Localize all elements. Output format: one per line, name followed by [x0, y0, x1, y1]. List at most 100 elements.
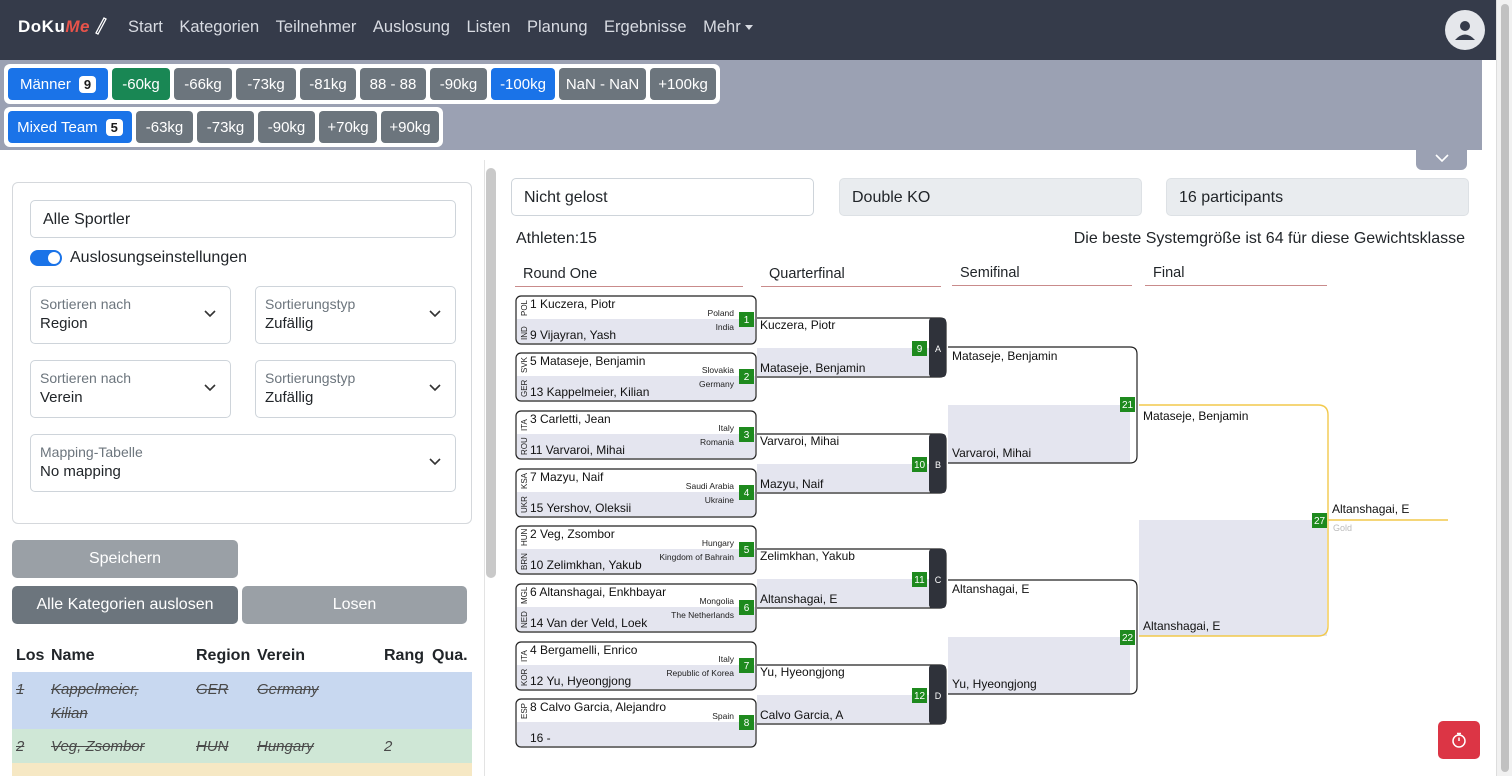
nav-teilnehmer[interactable]: Teilnehmer	[275, 18, 357, 36]
athlete-name: Altanshagai, E	[952, 582, 1029, 596]
mapping-table-select[interactable]: Mapping-Tabelle No mapping	[30, 434, 456, 492]
athlete-country: The Netherlands	[671, 610, 734, 620]
weight-60[interactable]: -60kg	[112, 68, 170, 100]
nav-mehr[interactable]: Mehr	[703, 18, 753, 37]
match-marker-number: 12	[914, 691, 926, 702]
weight-plus-100[interactable]: +100kg	[650, 68, 716, 100]
page-scrollbar-thumb[interactable]	[1501, 4, 1509, 772]
match-bottom-slot	[517, 376, 755, 400]
qf-side-bar	[929, 434, 946, 493]
match-marker-box	[739, 312, 754, 327]
athlete-country: Romania	[700, 437, 734, 447]
field-label: Sortieren nach	[40, 370, 132, 386]
sort-by-select-2[interactable]: Sortieren nach Verein	[30, 360, 231, 418]
col-header-region: Region	[196, 647, 251, 664]
athlete-name: 13 Kappelmeier, Kilian	[530, 385, 649, 399]
match-bottom-slot	[517, 665, 755, 689]
country-code: UKR	[520, 496, 529, 513]
weight-90[interactable]: -90kg	[430, 68, 487, 100]
page-scrollbar[interactable]	[1496, 0, 1512, 776]
sf-box	[948, 346, 1138, 464]
athlete-name: 14 Van der Veld, Loek	[530, 616, 648, 630]
sort-type-select-2[interactable]: Sortierungstyp Zufällig	[255, 360, 456, 418]
user-avatar[interactable]	[1445, 10, 1485, 50]
match-marker-box	[1120, 397, 1135, 412]
draw-button[interactable]: Losen	[242, 586, 467, 624]
round-header-quarterfinal: Quarterfinal	[761, 266, 941, 287]
weight-plus-90[interactable]: +90kg	[381, 111, 439, 143]
match-marker-number: 27	[1314, 516, 1326, 527]
save-button[interactable]: Speichern	[12, 540, 238, 578]
match-marker-box	[912, 688, 927, 703]
weight-73-mixed[interactable]: -73kg	[197, 111, 254, 143]
match-marker-box	[739, 427, 754, 442]
weight-100[interactable]: -100kg	[491, 68, 555, 100]
match-box	[515, 410, 757, 460]
weight-plus-70[interactable]: +70kg	[319, 111, 377, 143]
category-label: Männer	[19, 75, 71, 93]
weight-90-mixed[interactable]: -90kg	[258, 111, 315, 143]
draw-settings-switch[interactable]	[30, 250, 62, 266]
athlete-filter-select[interactable]: Alle Sportler	[30, 200, 456, 238]
app-logo[interactable]: DoKuMe	[18, 17, 108, 37]
table-row[interactable]: 2 Veg, Zsombor HUN Hungary 2	[12, 729, 472, 763]
sf-bottom-slot	[948, 637, 1130, 694]
match-marker-number: 8	[744, 718, 750, 729]
athlete-name: Mataseje, Benjamin	[760, 361, 865, 375]
caret-down-icon	[744, 25, 753, 31]
nav-mehr-label: Mehr	[703, 18, 741, 36]
athlete-country: Republic of Korea	[666, 668, 734, 678]
system-type-field: Double KO	[839, 178, 1142, 216]
country-code: ITA	[520, 418, 529, 431]
nav-planung[interactable]: Planung	[526, 18, 588, 36]
nav-auslosung[interactable]: Auslosung	[372, 18, 450, 36]
main-nav: Start Kategorien Teilnehmer Auslosung Li…	[128, 18, 769, 37]
match-box	[515, 352, 757, 402]
medal-label: Gold	[1333, 523, 1352, 533]
nav-kategorien[interactable]: Kategorien	[179, 18, 260, 36]
nav-start[interactable]: Start	[128, 18, 163, 36]
athlete-name: 12 Yu, Hyeongjong	[530, 674, 631, 688]
col-header-rang: Rang	[384, 647, 424, 664]
weight-81[interactable]: -81kg	[300, 68, 356, 100]
collapse-band-button[interactable]	[1416, 146, 1467, 170]
match-marker-number: 7	[744, 661, 750, 672]
sort-type-select-1[interactable]: Sortierungstyp Zufällig	[255, 286, 456, 344]
winner-name: Altanshagai, E	[1332, 502, 1409, 516]
weight-73[interactable]: -73kg	[236, 68, 296, 100]
athlete-country: Spain	[712, 711, 734, 721]
nav-ergebnisse[interactable]: Ergebnisse	[604, 18, 687, 36]
qf-letter: C	[935, 575, 942, 585]
field-value: Region	[40, 315, 88, 332]
logo-text: DoKu	[18, 17, 66, 36]
qf-side-bar	[929, 318, 946, 377]
qf-bottom-slot	[757, 579, 929, 607]
weight-nan[interactable]: NaN - NaN	[559, 68, 646, 100]
left-panel-scrollbar[interactable]	[486, 168, 496, 578]
athlete-name: 4 Bergamelli, Enrico	[530, 643, 638, 657]
athlete-name: Mataseje, Benjamin	[952, 349, 1057, 363]
table-row[interactable]	[12, 763, 472, 776]
athlete-name: 2 Veg, Zsombor	[530, 527, 615, 541]
match-box	[515, 583, 757, 633]
draw-status-field[interactable]: Nicht gelost	[511, 178, 814, 216]
weight-88-88[interactable]: 88 - 88	[360, 68, 426, 100]
table-row[interactable]: 1 Kappelmeier, Kilian GER Germany	[12, 672, 472, 729]
athlete-name: 6 Altanshagai, Enkhbayar	[530, 585, 666, 599]
category-maenner[interactable]: Männer 9	[8, 68, 108, 100]
weight-63[interactable]: -63kg	[136, 111, 193, 143]
sort-by-select-1[interactable]: Sortieren nach Region	[30, 286, 231, 344]
timer-button[interactable]	[1438, 721, 1480, 759]
athlete-name: Yu, Hyeongjong	[760, 665, 845, 679]
athlete-country: Germany	[699, 379, 735, 389]
weight-66[interactable]: -66kg	[174, 68, 232, 100]
match-marker-number: 10	[914, 460, 926, 471]
nav-listen[interactable]: Listen	[466, 18, 511, 36]
count-badge: 9	[78, 75, 97, 93]
athlete-name: 5 Mataseje, Benjamin	[530, 354, 645, 368]
match-marker-box	[739, 485, 754, 500]
qf-side-bar	[929, 549, 946, 608]
draw-all-categories-button[interactable]: Alle Kategorien auslosen	[12, 586, 238, 624]
